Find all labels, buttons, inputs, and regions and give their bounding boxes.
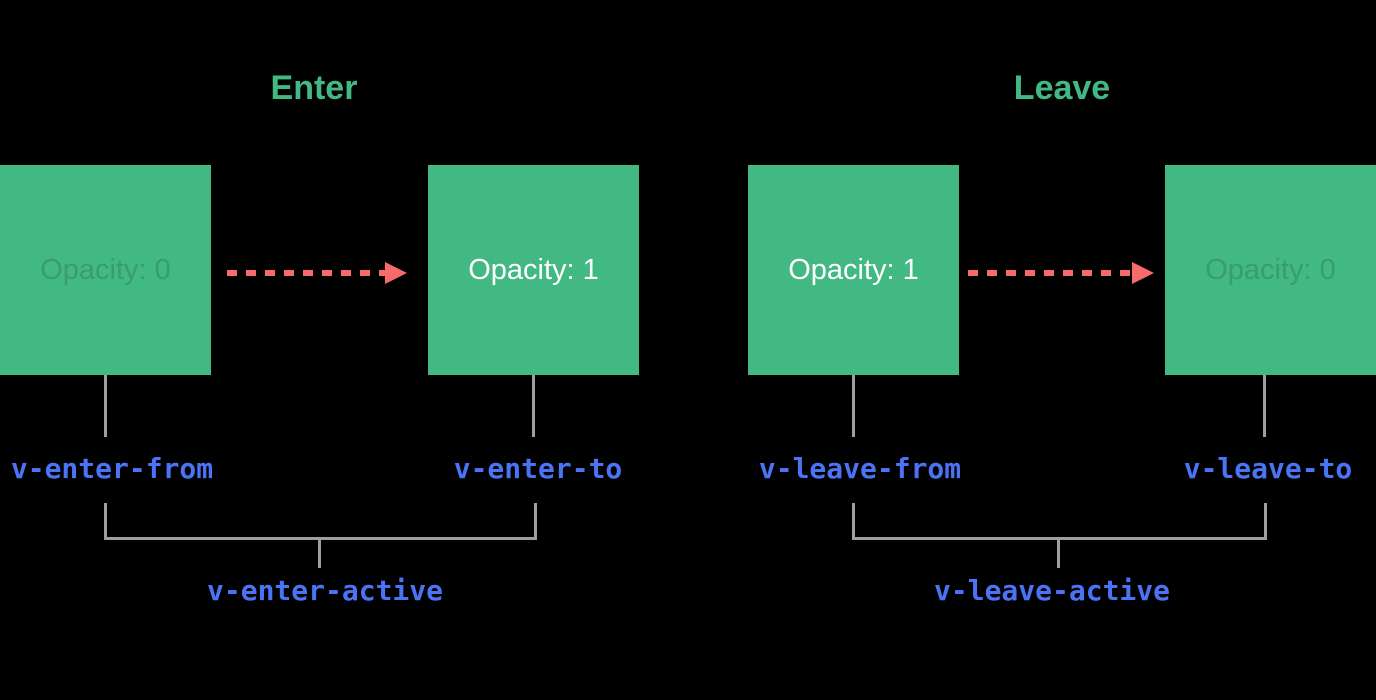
enter-to-opacity-label: Opacity: 1 [468,253,599,286]
enter-active-bracket [104,503,537,540]
leave-to-state-box: Opacity: 0 [1165,165,1376,375]
enter-to-connector-line [532,375,535,437]
enter-transition-arrow-line [227,270,385,276]
enter-from-connector-line [104,375,107,437]
leave-active-bracket-stem [1057,540,1060,568]
leave-active-class-label: v-leave-active [933,574,1171,607]
enter-from-opacity-label: Opacity: 0 [40,253,171,286]
enter-active-class-label: v-enter-active [206,574,444,607]
enter-to-class-label: v-enter-to [453,452,623,485]
leave-from-class-label: v-leave-from [758,452,962,485]
enter-arrow-head-icon [385,262,407,284]
leave-from-connector-line [852,375,855,437]
enter-section-title: Enter [270,69,358,107]
leave-to-opacity-label: Opacity: 0 [1205,253,1336,286]
enter-from-class-label: v-enter-from [10,452,214,485]
leave-active-bracket [852,503,1267,540]
enter-active-bracket-stem [318,540,321,568]
leave-to-class-label: v-leave-to [1183,452,1353,485]
leave-to-connector-line [1263,375,1266,437]
leave-transition-arrow-line [968,270,1132,276]
leave-section-title: Leave [1013,69,1111,107]
enter-from-state-box: Opacity: 0 [0,165,211,375]
enter-to-state-box: Opacity: 1 [428,165,639,375]
leave-arrow-head-icon [1132,262,1154,284]
leave-from-opacity-label: Opacity: 1 [788,253,919,286]
leave-from-state-box: Opacity: 1 [748,165,959,375]
